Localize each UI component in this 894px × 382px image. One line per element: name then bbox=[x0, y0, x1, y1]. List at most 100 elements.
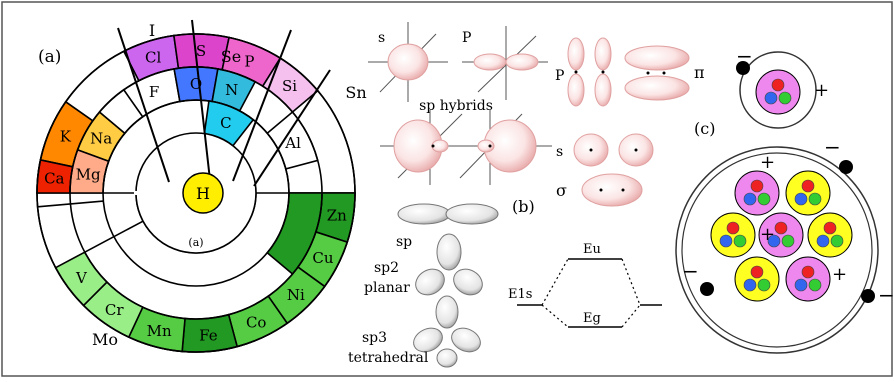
large-atom-inner-orbit bbox=[681, 152, 873, 348]
orbital-sigma bbox=[581, 173, 643, 207]
nucleon-5 bbox=[807, 212, 853, 258]
electron-4 bbox=[861, 289, 875, 303]
sp2-label: sp2 bbox=[374, 260, 399, 276]
nucleon-5-quark-green bbox=[830, 234, 844, 248]
cell-label-al: Al bbox=[284, 134, 301, 152]
nucleon-1-quark-green bbox=[757, 192, 771, 206]
orbital-pi-label: π bbox=[694, 63, 705, 82]
nucleon-small bbox=[755, 69, 801, 115]
nucleon-small-quark-blue bbox=[764, 91, 778, 105]
orbital-s-right-label: s bbox=[556, 144, 563, 160]
nucleon-1 bbox=[734, 170, 780, 216]
ring-outline-0 bbox=[102, 99, 290, 287]
shape-sp bbox=[397, 203, 499, 225]
panel-b-label: (b) bbox=[512, 197, 535, 216]
orbital-sp-hybrids bbox=[380, 110, 552, 185]
spoke-sn bbox=[253, 69, 331, 187]
nucleon-2-quark-blue bbox=[794, 192, 808, 206]
orbital-p-label: P bbox=[462, 30, 471, 46]
cell-label-fe: Fe bbox=[199, 326, 218, 344]
nucleon-5-quark-blue bbox=[816, 234, 830, 248]
panel-a-label: (a) bbox=[38, 47, 61, 67]
nucleon-7 bbox=[785, 256, 831, 302]
nucleon-2 bbox=[785, 170, 831, 216]
cell-label-s: S bbox=[196, 42, 206, 60]
nucleon-small-quark-green bbox=[778, 91, 792, 105]
eu-label: Eu bbox=[583, 242, 601, 257]
nucleon-3 bbox=[710, 212, 756, 258]
orbital-s-pair bbox=[573, 133, 654, 167]
ring-outline-2 bbox=[36, 33, 356, 353]
large-atom-minus-1: − bbox=[824, 135, 841, 159]
nucleon-7-quark-red bbox=[801, 265, 815, 279]
orbital-p bbox=[462, 26, 548, 100]
nucleon-4-quark-red bbox=[774, 221, 788, 235]
nucleon-3-quark-blue bbox=[719, 234, 733, 248]
cell-label-si: Si bbox=[282, 77, 297, 95]
nucleon-6-quark-green bbox=[757, 278, 771, 292]
nucleon-4-quark-green bbox=[781, 234, 795, 248]
e1s-label: E1s bbox=[508, 287, 532, 302]
spoke-i2 bbox=[191, 19, 211, 181]
large-atom-minus-3: − bbox=[878, 283, 894, 307]
large-atom-plus-2: + bbox=[760, 224, 775, 245]
nucleon-7-quark-blue bbox=[794, 278, 808, 292]
nucleon-6-quark-red bbox=[750, 265, 764, 279]
cell-label-c: C bbox=[220, 114, 231, 132]
orbital-s-label: s bbox=[378, 30, 385, 46]
energy-diagram bbox=[517, 258, 662, 328]
large-atom-plus-1: + bbox=[760, 152, 775, 173]
spoke-i bbox=[117, 27, 170, 183]
nucleon-2-quark-red bbox=[801, 179, 815, 193]
nucleus-model bbox=[675, 51, 879, 354]
wheel-gap bbox=[134, 191, 196, 195]
nucleon-2-quark-green bbox=[808, 192, 822, 206]
outer-label-mo: Mo bbox=[92, 330, 118, 349]
sp-label: sp bbox=[396, 234, 412, 250]
nucleon-7-quark-green bbox=[808, 278, 822, 292]
cell-label-mn: Mn bbox=[147, 322, 172, 340]
sp3-label: sp3 bbox=[362, 330, 387, 346]
shape-sp2 bbox=[415, 233, 483, 296]
electron-3 bbox=[700, 282, 714, 296]
cell-label-v: V bbox=[75, 269, 88, 287]
nucleon-4-quark-blue bbox=[767, 234, 781, 248]
sp-hybrids-label: sp hybrids bbox=[419, 98, 493, 114]
small-atom-plus: + bbox=[814, 80, 829, 101]
nucleon-3-quark-red bbox=[726, 221, 740, 235]
cell-label-ni: Ni bbox=[287, 286, 305, 304]
nucleon-6-quark-blue bbox=[743, 278, 757, 292]
spoke-se bbox=[232, 29, 292, 182]
nucleon-3-quark-green bbox=[733, 234, 747, 248]
large-atom-minus-2: − bbox=[682, 259, 699, 283]
orbital-sigma-label: σ bbox=[556, 181, 567, 200]
orbital-s bbox=[368, 22, 448, 102]
electron-2 bbox=[839, 160, 853, 174]
large-atom-plus-3: + bbox=[832, 264, 847, 285]
panel-c-label: (c) bbox=[694, 119, 715, 138]
shape-sp3 bbox=[413, 295, 481, 368]
cell-label-na: Na bbox=[90, 130, 112, 148]
hub-label: H bbox=[196, 184, 210, 203]
orbital-p-pair bbox=[567, 37, 612, 107]
nucleon-small-quark-red bbox=[771, 78, 785, 92]
cell-label-cl: Cl bbox=[145, 48, 161, 66]
cell-label-cu: Cu bbox=[312, 249, 333, 267]
cell-label-p: P bbox=[244, 52, 254, 70]
electron-1 bbox=[736, 61, 750, 75]
nucleon-4 bbox=[758, 212, 804, 258]
small-atom-minus: − bbox=[736, 44, 753, 68]
cell-label-zn: Zn bbox=[327, 207, 347, 225]
cell-label-co: Co bbox=[246, 314, 267, 332]
outer-label-i: I bbox=[149, 21, 155, 40]
center-label: (a) bbox=[188, 236, 203, 249]
planar-label: planar bbox=[364, 280, 410, 296]
nucleon-6 bbox=[734, 256, 780, 302]
cell-label-cr: Cr bbox=[105, 301, 124, 319]
cell-label-f: F bbox=[149, 83, 159, 101]
orbital-p-right-label: P bbox=[555, 68, 564, 84]
cell-label-n: N bbox=[225, 81, 238, 99]
